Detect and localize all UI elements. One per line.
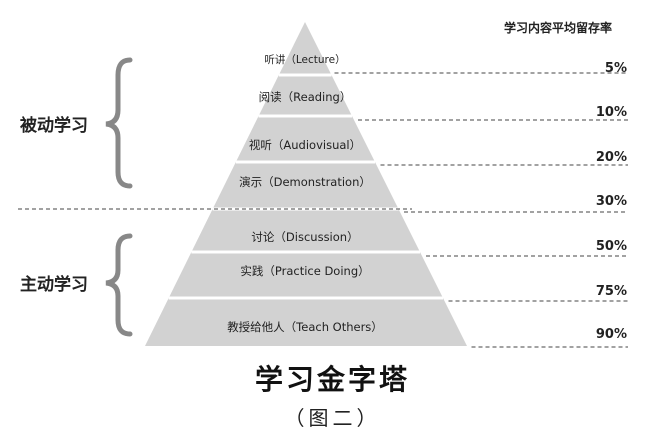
passive-group-label: 被动学习: [20, 115, 88, 136]
retention-value: 90%: [596, 327, 627, 342]
retention-value: 5%: [605, 61, 627, 76]
level-labels: 听讲（Lecture） 阅读（Reading） 视听（Audiovisual） 演示（…: [227, 53, 383, 334]
retention-value: 30%: [596, 194, 627, 209]
retention-values: 5% 10% 20% 30% 50% 75% 90%: [596, 61, 627, 342]
level-label: 实践（Practice Doing）: [240, 264, 369, 278]
pyramid-shape: [145, 22, 467, 346]
level-label: 讨论（Discussion）: [251, 230, 358, 244]
retention-value: 50%: [596, 239, 627, 254]
diagram-subtitle: （图二）: [284, 406, 381, 430]
active-group-label: 主动学习: [20, 274, 88, 295]
level-label: 视听（Audiovisual）: [249, 138, 361, 152]
retention-header: 学习内容平均留存率: [504, 20, 612, 35]
level-label: 演示（Demonstration）: [239, 175, 371, 189]
level-label: 听讲（Lecture）: [264, 53, 345, 66]
retention-value: 75%: [596, 284, 627, 299]
retention-value: 20%: [596, 150, 627, 165]
passive-bracket: [105, 57, 133, 189]
active-bracket: [105, 233, 133, 337]
diagram-title: 学习金字塔: [254, 363, 410, 396]
level-label: 阅读（Reading）: [259, 90, 352, 104]
level-label: 教授给他人（Teach Others）: [227, 320, 383, 334]
retention-leader-lines: [334, 72, 628, 348]
retention-value: 10%: [596, 105, 627, 120]
